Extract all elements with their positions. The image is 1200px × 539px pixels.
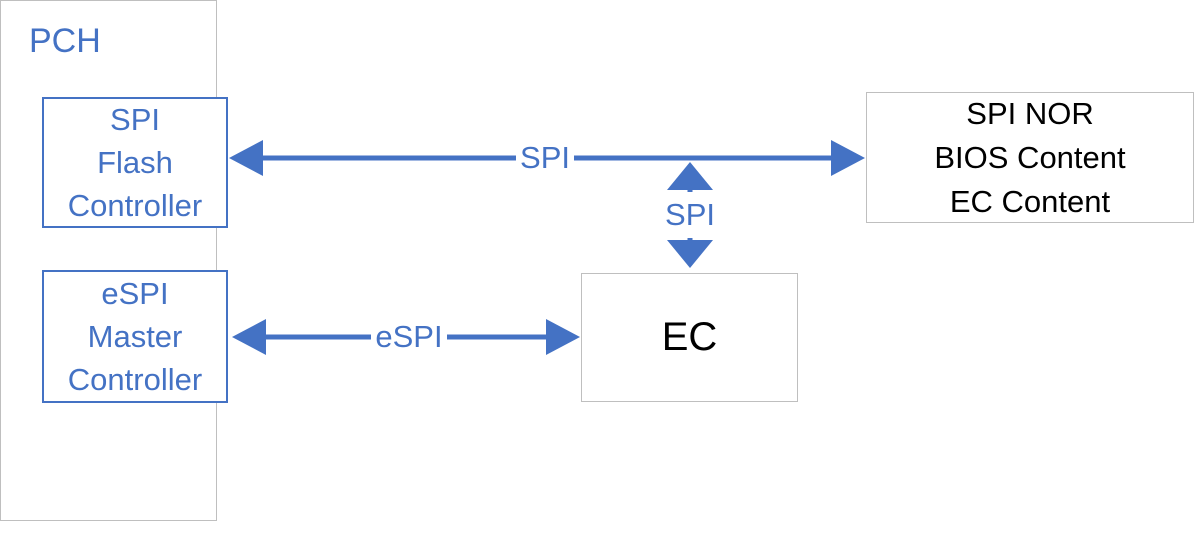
espi-master-controller-box: eSPI Master Controller [42,270,228,403]
spi-nor-label-line: EC Content [949,183,1111,219]
spi-horizontal-arrow-label: SPI [516,137,574,179]
arrowhead-right-icon [831,140,865,176]
arrowhead-up-icon [667,162,713,190]
spi-flash-controller-label-line: SPI [110,102,160,137]
spi-flash-controller-label-line: Flash [97,145,173,180]
espi-arrow-label: eSPI [371,316,447,358]
espi-master-controller-label-line: eSPI [101,276,169,311]
arrowhead-down-icon [667,240,713,268]
ec-box: EC [581,273,798,402]
espi-master-controller-label-line: Controller [67,362,203,397]
spi-flash-controller-box: SPI Flash Controller [42,97,228,228]
spi-nor-label-line: SPI NOR [966,95,1094,131]
spi-flash-controller-label-line: Controller [67,188,203,223]
pch-box [0,0,217,521]
arrowhead-left-icon [232,319,266,355]
spi-vertical-arrow-label: SPI [658,192,722,238]
pch-box-label: PCH [29,22,101,60]
espi-master-controller-label-line: Master [87,319,183,354]
arrowhead-left-icon [229,140,263,176]
arrowhead-right-icon [546,319,580,355]
spi-nor-label-line: BIOS Content [934,139,1126,175]
ec-box-label: EC [661,315,718,359]
spi-nor-box: SPI NOR BIOS Content EC Content [866,92,1194,223]
